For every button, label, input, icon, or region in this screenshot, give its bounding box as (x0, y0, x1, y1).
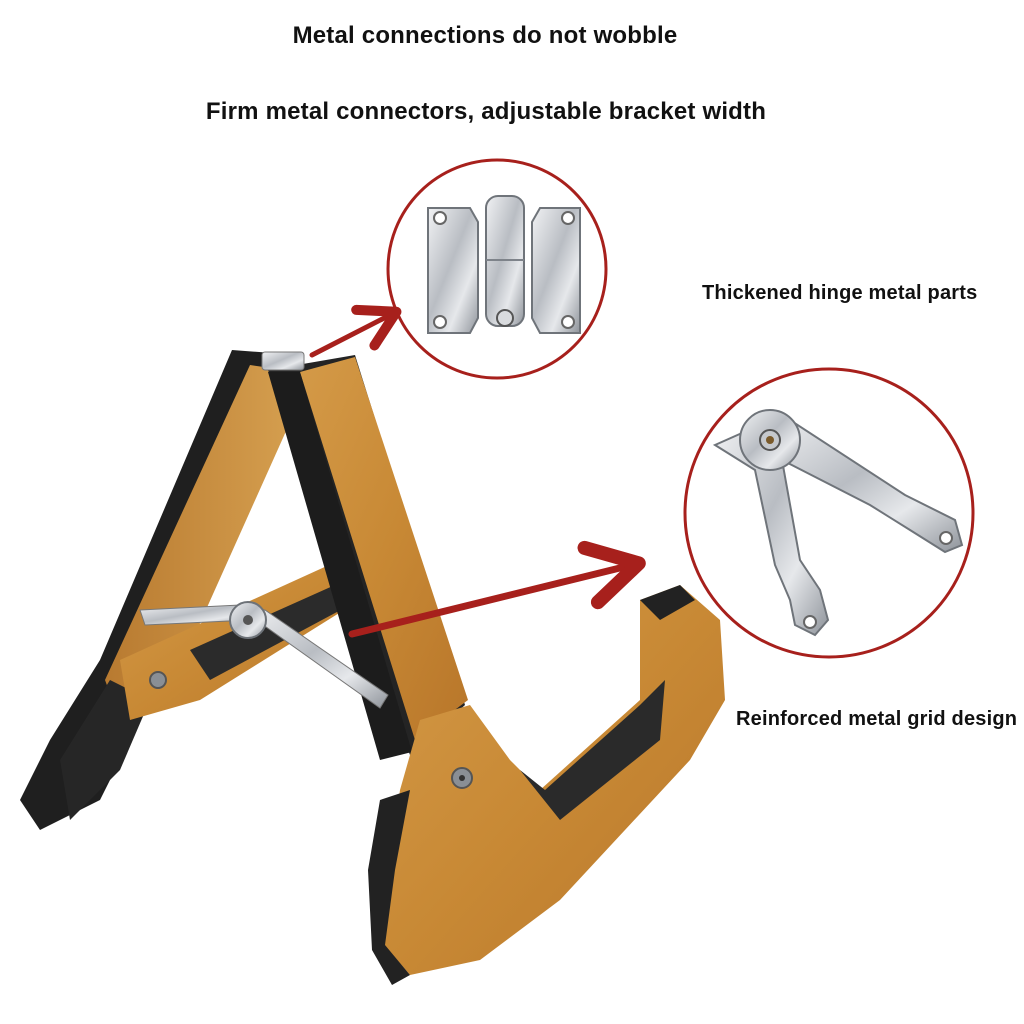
hinge-callout-label: Thickened hinge metal parts (702, 282, 978, 304)
brace-bracket-icon (712, 409, 964, 637)
metal-brace (139, 601, 389, 709)
brace-arrow (348, 540, 646, 638)
hinge-arrow (309, 304, 402, 358)
stand-top-hinge (261, 351, 305, 371)
brace-callout (683, 367, 975, 659)
pivot-screw-icon (149, 671, 167, 689)
stand-rear-crossbar (120, 560, 360, 720)
headline: Metal connections do not wobble (292, 22, 678, 49)
stand-front-upright (268, 355, 468, 760)
hinge-icon (427, 195, 581, 334)
grid-callout-label: Reinforced metal grid design (736, 708, 1018, 730)
hinge-callout (386, 158, 608, 380)
stand-base-cradle (368, 585, 725, 985)
stand-left-leg (20, 350, 300, 830)
subheadline: Firm metal connectors, adjustable bracke… (205, 98, 767, 125)
